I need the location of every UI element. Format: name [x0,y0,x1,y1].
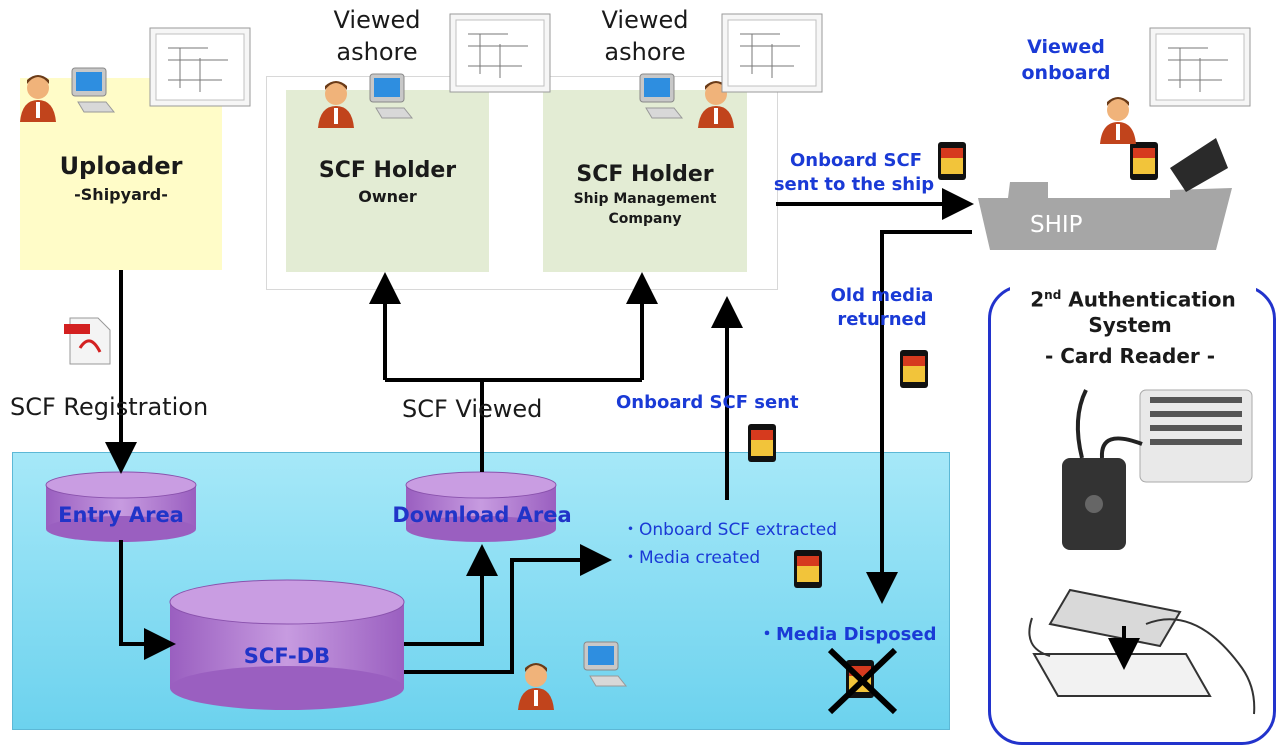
computer-user-icon [20,67,115,122]
drawing-document-icon [1149,27,1251,107]
ship-mgmt-title: SCF Holder [576,162,714,187]
sd-card-icon [794,550,822,588]
auth-line2: System [1088,313,1172,337]
ship-hull [978,182,1232,250]
drawing-document-icon [721,13,823,93]
scf-viewed-label: SCF Viewed [402,395,543,423]
scf-db-label: SCF-DB [243,644,331,668]
old-media-line2: returned [837,309,927,330]
ship-mgmt-viewed-line2: ashore [604,38,686,66]
scf-registration-label: SCF Registration [10,393,209,421]
arrow-db-to-media [404,544,612,674]
owner-subtitle: Owner [358,187,417,206]
onboard-sent-label: Onboard SCF sent [616,392,799,413]
card-reader-device-illustration [1062,389,1253,550]
computer-user-icon [518,641,627,710]
uploader-title: Uploader [59,152,183,180]
ship-mgmt-subtitle-line1: Ship Management [573,191,717,207]
auth-line3: - Card Reader - [1044,344,1216,368]
onboard-user-icon [1100,97,1228,192]
entry-area-cylinder [45,471,197,542]
uploader-subtitle: -Shipyard- [74,185,168,204]
owner-viewed-line1: Viewed [333,6,421,34]
download-area-label: Download Area [392,503,572,527]
sd-card-icon [900,350,928,388]
auth-title: 2nd Authentication [1010,281,1256,315]
card-tap-illustration [1028,588,1256,715]
pdf-document-icon [64,317,111,365]
arrow-entry-to-db [119,540,176,660]
owner-viewed-line2: ashore [336,38,418,66]
computer-user-icon [639,73,734,128]
drawing-document-icon [149,27,251,107]
download-area-cylinder [405,471,557,542]
uploader-box [20,78,222,270]
media-created-label: ・Media created [622,548,761,568]
onboard-sent-ship-line1: Onboard SCF [789,150,922,171]
old-media-line1: Old media [830,285,934,306]
computer-user-icon [318,73,413,128]
sd-card-icon [1130,142,1158,180]
ship-mgmt-viewed-line1: Viewed [601,6,689,34]
media-disposed-label: ・Media Disposed [758,624,937,645]
drawing-document-icon [449,13,551,93]
arrow-db-to-download [404,544,498,646]
entry-area-label: Entry Area [58,503,184,527]
ship-viewed-line2: onboard [1021,62,1111,84]
ship-mgmt-subtitle-line2: Company [608,211,682,227]
media-disposed-cross [827,647,898,715]
arrow-old-media-returned [866,230,972,604]
sd-card-icon [748,424,776,462]
ship-label: SHIP [1030,212,1083,238]
owner-title: SCF Holder [318,158,457,183]
ship-viewed-line1: Viewed [1027,36,1105,58]
extracted-label: ・Onboard SCF extracted [622,520,838,540]
onboard-sent-ship-line2: sent to the ship [773,174,935,195]
scf-db-cylinder [169,579,405,710]
